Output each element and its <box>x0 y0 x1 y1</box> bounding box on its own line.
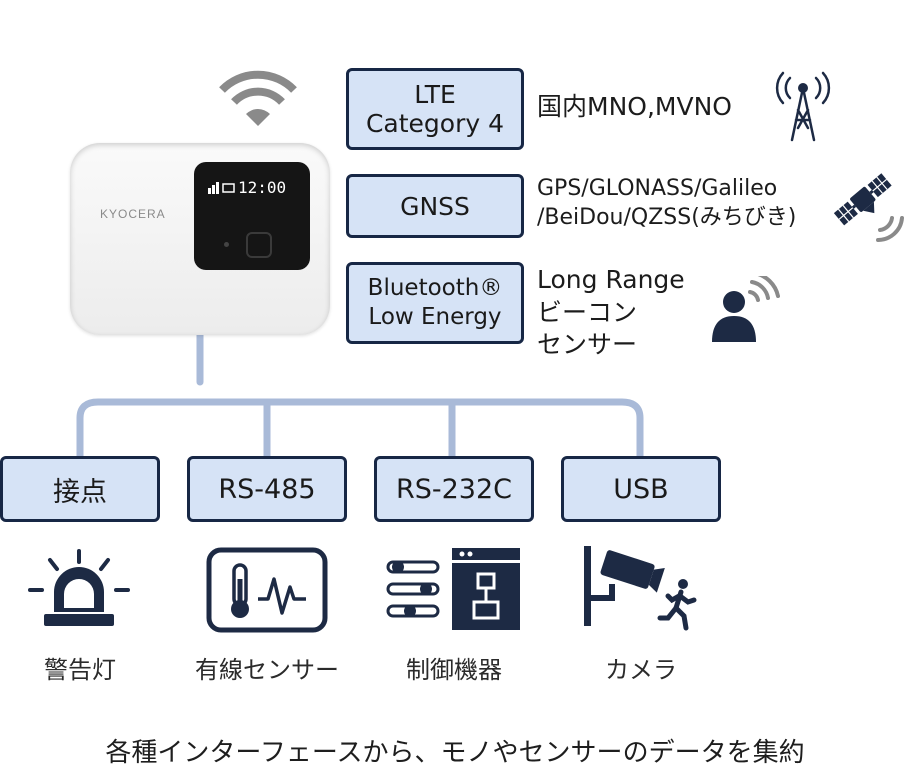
interface-usb-box: USB <box>561 456 721 522</box>
warning-light-icon <box>28 549 130 626</box>
capability-lte-line2: Category 4 <box>365 109 505 138</box>
device-clock: 12:00 <box>238 178 287 197</box>
person-beacon-icon <box>712 276 780 342</box>
interface-contact-box: 接点 <box>0 456 160 522</box>
ble-desc-line2: ビーコン <box>537 297 638 327</box>
router-device: KYOCERA 12:00 <box>70 143 330 335</box>
capability-ble-box: Bluetooth® Low Energy <box>346 262 524 344</box>
interface-rs232c-box: RS-232C <box>374 456 534 522</box>
interface-rs485-box: RS-485 <box>187 456 347 522</box>
bus-line <box>76 398 644 462</box>
interface-rs485-label: RS-485 <box>218 473 316 505</box>
control-equipment-icon <box>386 548 520 630</box>
capability-ble-desc: Long Range ビーコン センサー <box>537 264 685 362</box>
thermometer-sensor-icon <box>206 547 328 633</box>
device-home-button <box>246 232 272 258</box>
interface-usb-label: USB <box>613 473 669 505</box>
gnss-systems-line1: GPS/GLONASS/Galileo <box>537 176 778 201</box>
status-icons <box>208 182 235 194</box>
lte-carriers-text: 国内MNO,MVNO <box>537 92 732 121</box>
ble-desc-line1: Long Range <box>537 265 685 294</box>
status-led <box>224 242 229 247</box>
device-screen: 12:00 <box>194 162 310 270</box>
device-label-control-equipment: 制御機器 <box>406 656 502 684</box>
cell-tower-icon <box>775 71 831 142</box>
wifi-icon <box>219 70 297 126</box>
capability-gnss-box: GNSS <box>346 174 524 238</box>
device-label-wired-sensor: 有線センサー <box>195 656 339 684</box>
satellite-icon <box>833 173 904 243</box>
device-label-warning-light: 警告灯 <box>44 656 116 684</box>
capability-lte-line1: LTE <box>414 79 456 109</box>
capability-ble-line2: Low Energy <box>368 304 502 330</box>
interface-contact-label: 接点 <box>53 476 107 508</box>
caption: 各種インターフェースから、モノやセンサーのデータを集約 <box>105 738 805 768</box>
device-label-camera: カメラ <box>605 656 677 684</box>
capability-gnss-desc: GPS/GLONASS/Galileo /BeiDou/QZSS(みちびき) <box>537 174 796 232</box>
brand-logo: KYOCERA <box>100 207 166 221</box>
capability-lte-box: LTE Category 4 <box>346 68 524 150</box>
capability-gnss-label: GNSS <box>400 191 470 221</box>
security-camera-icon <box>584 546 697 631</box>
ble-desc-line3: センサー <box>537 330 638 359</box>
interface-rs232c-label: RS-232C <box>395 473 513 505</box>
capability-lte-desc: 国内MNO,MVNO <box>537 92 732 122</box>
gnss-systems-line2: /BeiDou/QZSS(みちびき) <box>537 205 797 231</box>
capability-ble-line1: Bluetooth® <box>367 275 503 302</box>
